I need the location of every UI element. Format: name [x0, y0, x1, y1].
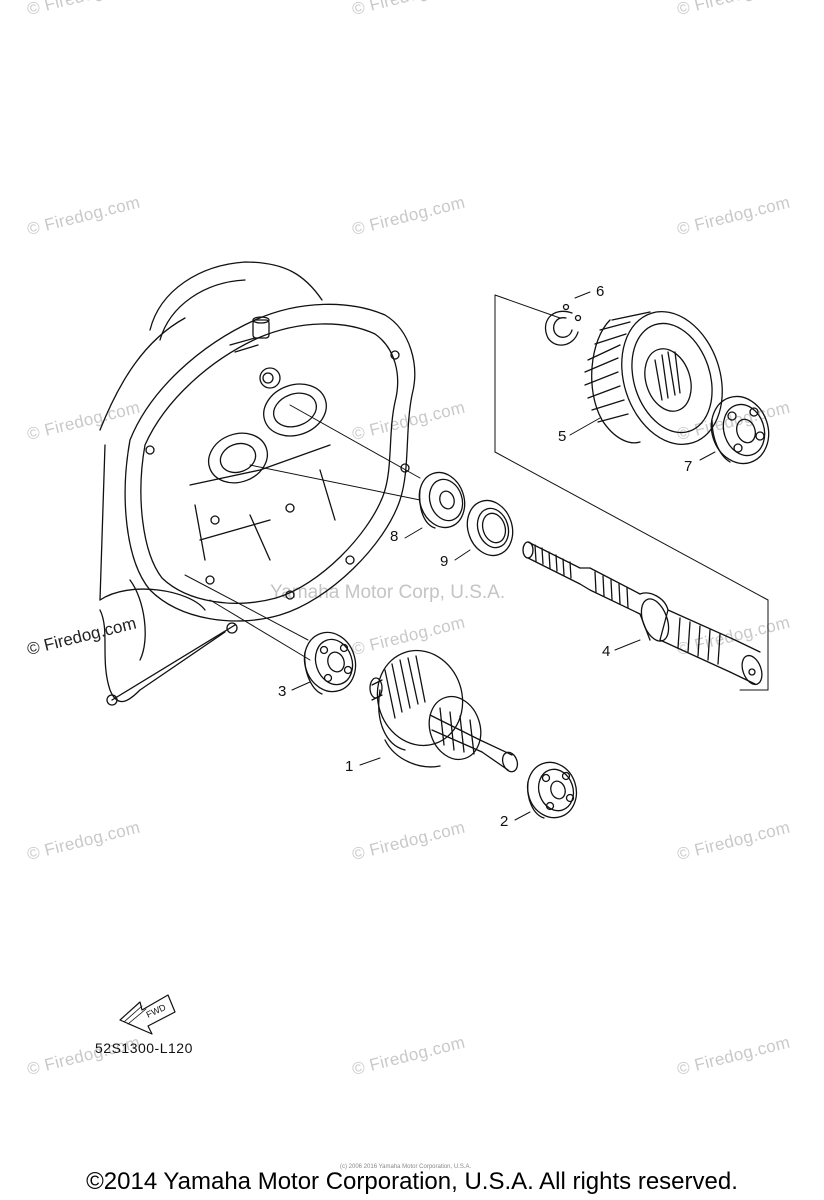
diagram-code: 52S1300-L120 [95, 1040, 193, 1056]
crankcase-housing [99, 261, 416, 706]
footer-copyright: ©2014 Yamaha Motor Corporation, U.S.A. A… [86, 1168, 738, 1195]
callout-7: 7 [684, 458, 693, 475]
leader-lines [184, 294, 769, 691]
part-1-drive-gear [369, 649, 519, 773]
callout-1: 1 [345, 758, 354, 775]
part-2-bearing [526, 761, 578, 819]
part-7-bearing [710, 395, 770, 465]
callout-leaders [291, 291, 716, 821]
callout-8: 8 [390, 528, 399, 545]
part-4-shaft [522, 541, 763, 686]
part-5-gear-bearing [584, 310, 723, 446]
callout-4: 4 [602, 643, 611, 660]
callout-3: 3 [278, 683, 287, 700]
part-9-seal [466, 499, 514, 557]
callout-9: 9 [440, 553, 449, 570]
callout-2: 2 [500, 813, 509, 830]
part-3-bearing [303, 631, 357, 695]
fwd-arrow-icon: FWD [119, 994, 176, 1035]
center-watermark: Yamaha Motor Corp, U.S.A. [270, 582, 506, 603]
callout-6: 6 [596, 283, 605, 300]
tiny-copyright: (c) 2006 2016 Yamaha Motor Corporation, … [340, 1164, 472, 1170]
part-8-bearing [418, 471, 466, 529]
part-6-circlip [544, 303, 582, 346]
callout-5: 5 [558, 428, 567, 445]
